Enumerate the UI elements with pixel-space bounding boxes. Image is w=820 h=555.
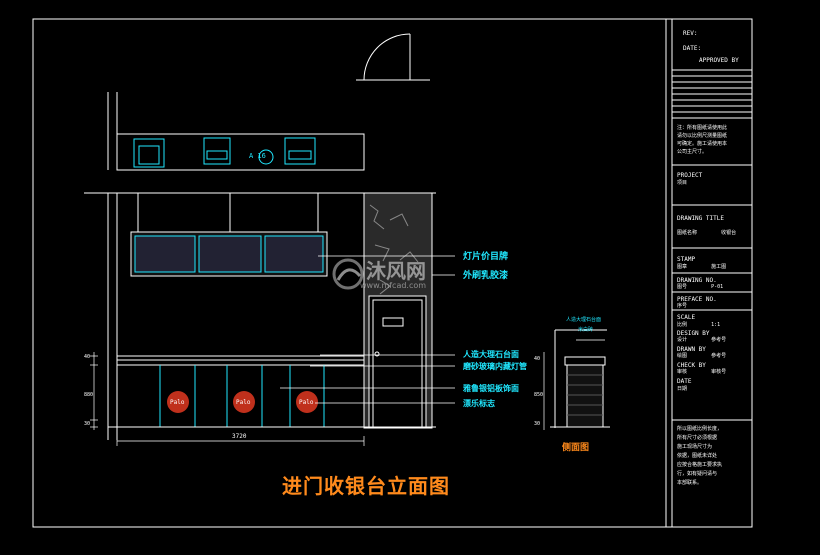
tb-preface-value: 序号 — [677, 303, 688, 309]
tb-project-value: 项目 — [677, 180, 688, 186]
side-elevation — [543, 329, 610, 430]
sign-label: A 16 — [249, 152, 266, 160]
side-label-marble: 人造大理石台面 — [566, 317, 602, 323]
side-dimension-top: 40 — [534, 356, 541, 362]
tb-preface-label: PREFACE NO. — [677, 296, 717, 303]
tb-scale-label: SCALE — [677, 314, 696, 321]
tb-footer-note: 所以图纸比例长度， 所有尺寸必须根据 施工现场尺寸为 依据，图纸未详处 应按合格… — [677, 426, 723, 486]
tb-stamp-value: 图章 施工图 — [677, 264, 727, 270]
annotation-aluminum-panel: 雅鲁银铝板饰面 — [463, 384, 519, 393]
leader-lines — [280, 255, 455, 404]
side-dimension-bottom: 30 — [534, 421, 541, 427]
door-swing — [356, 33, 430, 81]
tb-scale-value: 比例 1:1 — [677, 322, 721, 328]
tb-drawing-no-label: DRAWING NO. — [677, 277, 717, 284]
dimension-mid: 880 — [84, 392, 94, 398]
logo-text-1: Palo — [170, 399, 185, 406]
tb-drawing-title-label: DRAWING TITLE — [677, 215, 724, 222]
hanging-rods — [137, 193, 319, 232]
sign-panel-items — [133, 137, 316, 168]
tb-approved: APPROVED BY — [699, 57, 739, 64]
tb-date: DATE: — [683, 45, 702, 52]
side-view-label: 侧面图 — [562, 443, 590, 453]
dimension-lines — [90, 352, 365, 446]
tb-design-label: DESIGN BY — [677, 330, 710, 337]
marble-column — [363, 192, 433, 429]
dimension-total-width: 3720 — [232, 433, 247, 440]
tb-notes: 注：所有图纸请使用此 请勿以比例尺测量图纸 可确定。施工请使用本 公司主尺寸。 — [677, 125, 728, 155]
logo-marks — [167, 391, 318, 413]
tb-check-value: 审核 审核号 — [677, 369, 727, 375]
drawing-title: 进门收银台立面图 — [282, 474, 450, 498]
side-dimension-mid: 850 — [534, 392, 544, 398]
tb-drawn-value: 绘图 参考号 — [677, 353, 727, 359]
tb-date-label: DATE — [677, 378, 692, 385]
annotation-marble-top: 人造大理石台面 — [463, 350, 519, 359]
counter — [116, 355, 365, 428]
tb-project-label: PROJECT — [677, 172, 703, 179]
watermark-text: 沐风网 — [366, 259, 426, 283]
annotation-latex-paint: 外刷乳胶漆 — [463, 271, 509, 281]
sign-panel — [116, 133, 365, 171]
tb-rev: REV: — [683, 30, 698, 37]
annotation-light-price-board: 灯片价目牌 — [463, 252, 509, 262]
logo-text-3: Palo — [299, 399, 314, 406]
dimension-top: 40 — [84, 354, 91, 360]
price-board — [130, 231, 328, 277]
logo-text-2: Palo — [236, 399, 251, 406]
title-block-rows — [672, 69, 752, 421]
annotation-logo: 漂乐标志 — [463, 399, 495, 408]
tb-drawing-no-value: 图号 P-01 — [677, 284, 724, 290]
tb-drawing-title-value: 图纸名称 收银台 — [677, 230, 737, 236]
tb-drawn-label: DRAWN BY — [677, 346, 706, 353]
side-label-brick: 米白砖 — [578, 327, 594, 333]
tb-date-value: 日期 — [677, 386, 688, 392]
tb-stamp-label: STAMP — [677, 256, 696, 263]
watermark-logo — [332, 258, 364, 290]
watermark-url: www.mfcad.com — [360, 281, 427, 290]
annotation-frosted-glass: 磨砂玻璃内藏灯管 — [463, 362, 527, 371]
tb-check-label: CHECK BY — [677, 362, 706, 369]
tb-design-value: 设计 参考号 — [677, 337, 727, 343]
dimension-bottom: 30 — [84, 421, 91, 427]
